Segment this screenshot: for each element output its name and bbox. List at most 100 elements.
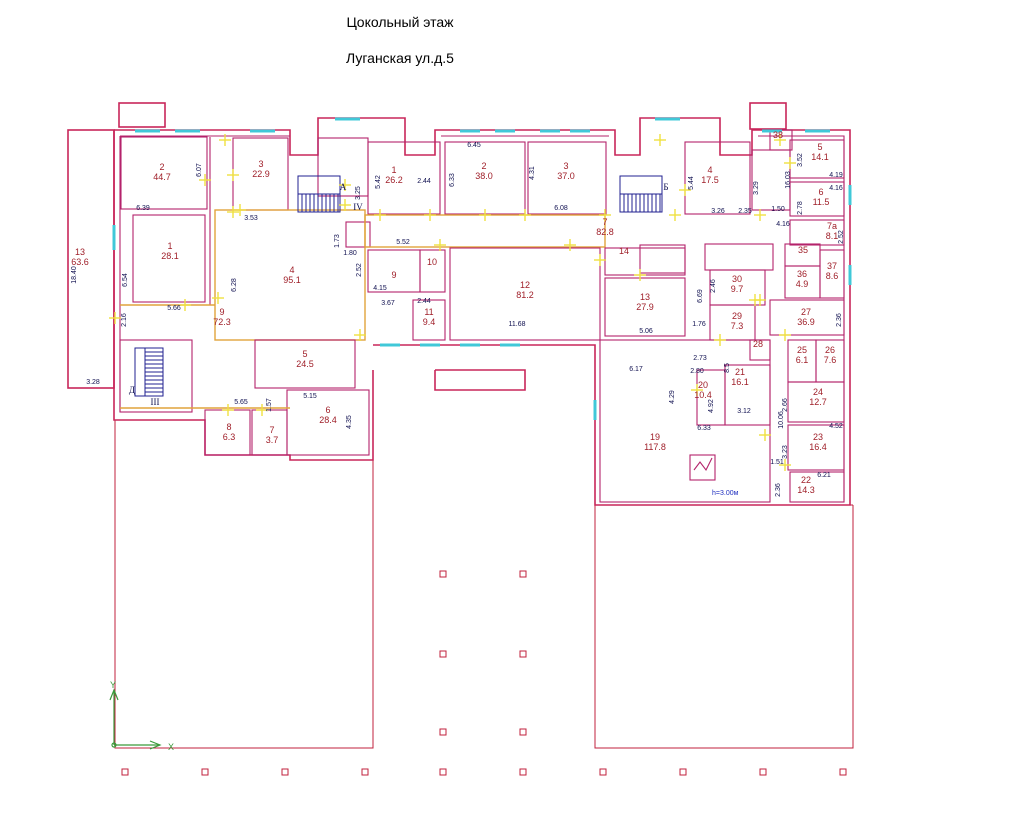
room-number: 1 [391,165,396,175]
dimension-label: 4.15 [373,285,387,292]
room-number: 23 [813,432,823,442]
dimension-label: 6.21 [817,472,831,479]
room-number: 20 [698,380,708,390]
dimension-label: 2.52 [838,230,845,244]
dimension-label: 2.73 [693,355,707,362]
dimension-label: 6.17 [629,366,643,373]
room-area: 63.6 [71,257,89,267]
room-number: 9 [219,307,224,317]
room-number: 22 [801,475,811,485]
room-area: 7.6 [824,355,837,365]
dimension-label: 5.06 [639,328,653,335]
dimension-label: 3.29 [753,181,760,195]
grid-column [599,768,607,776]
room-number: 26 [825,345,835,355]
dimension-label: 2.44 [417,298,431,305]
grid-column [519,728,527,736]
grid-column [361,768,369,776]
dimension-label: 4.35 [346,415,353,429]
dimension-label: 3.12 [737,408,751,415]
room-number: 3 [563,161,568,171]
dimension-label: 5.15 [303,393,317,400]
room-area: 7.3 [731,321,744,331]
grid-column [519,570,527,578]
dimension-label: 5.42 [375,175,382,189]
grid-column [759,768,767,776]
stair-label-b: Б [663,182,668,192]
room-labels: 1363.6244.7322.9128.1495.1972.3524.5628.… [71,130,838,495]
dimension-label: 5.66 [167,305,181,312]
dimension-label: 16.03 [785,171,792,189]
dimension-label: 2.36 [775,483,782,497]
dimension-label: 6.33 [449,173,456,187]
room-area: 9.4 [423,317,436,327]
room-number: 1 [167,241,172,251]
room-area: 16.4 [809,442,827,452]
dimension-label: 11.68 [509,321,526,328]
coordinate-axes: Y X [109,680,174,752]
dimension-label: 3.28 [86,379,100,386]
room-area: 8.1 [826,231,839,241]
dimension-label: 1.57 [266,398,273,412]
stairs [134,175,663,397]
dimension-label: 1.80 [343,250,357,257]
room-area: 10.4 [694,390,712,400]
room-area: 44.7 [153,172,171,182]
dimension-label: 2.16 [121,313,128,327]
room-number: 21 [735,367,745,377]
stair-label-d: Д [129,385,135,395]
room-number: 8 [226,422,231,432]
x-axis-label: X [168,742,174,752]
dimension-labels: 18.403.286.396.546.073.536.285.662.165.6… [71,142,845,497]
grid-column [121,768,129,776]
dimension-label: 3.52 [797,153,804,167]
room-area: 24.5 [296,359,314,369]
column-grid [121,570,847,776]
dimension-label: 1.73 [334,234,341,248]
room-area: 14.3 [797,485,815,495]
dimension-label: 4.31 [529,166,536,180]
dimension-label: 3.53 [244,215,258,222]
room-number: 28 [753,339,763,349]
room-number: 24 [813,387,823,397]
ceiling-height-note: h=3.00м [712,490,739,497]
dimension-label: 6.07 [196,163,203,177]
room-number: 14 [619,246,629,256]
left-section-walls [119,136,370,456]
room-number: 6 [325,405,330,415]
dimension-label: 2.80 [690,368,704,375]
room-number: 13 [640,292,650,302]
room-number: 6 [818,187,823,197]
room-area: 4.9 [796,279,809,289]
room-number: 35 [798,245,808,255]
grid-column [439,650,447,658]
dimension-label: 6.33 [697,425,711,432]
dimension-label: 2.66 [782,398,789,412]
dimension-label: 2.46 [710,279,717,293]
room-area: 17.5 [701,175,719,185]
room-number: 3 [258,159,263,169]
room-number: 7а [827,221,837,231]
dimension-label: 10.06 [778,411,785,429]
room-number: 2 [481,161,486,171]
room-number: 2 [159,162,164,172]
dimension-label: 2.52 [356,263,363,277]
grid-column [201,768,209,776]
dimension-label: 4.16 [829,185,843,192]
dimension-label: 5.44 [688,176,695,190]
grid-column [439,768,447,776]
room-area: 28.1 [161,251,179,261]
dimension-label: 5.52 [396,239,410,246]
dimension-label: 3.26 [711,208,725,215]
room-number: 30 [732,274,742,284]
grid-column [439,728,447,736]
room-area: 38.0 [475,171,493,181]
dimension-label: 8.5 [724,363,731,373]
grid-column [519,650,527,658]
room-area: 82.8 [596,227,614,237]
room-number: 37 [827,261,837,271]
stair-labels: A Б Д IV III [129,182,669,407]
dimension-label: 4.16 [776,221,790,228]
room-area: 81.2 [516,290,534,300]
